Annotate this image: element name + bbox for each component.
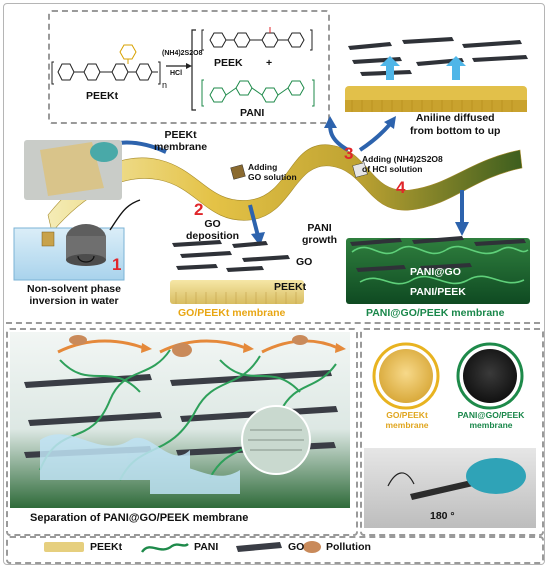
separation-panel-frame [6,328,358,536]
left-disc-line2: membrane [385,420,429,430]
pani-go-layer-label: PANI@GO [410,266,461,278]
go-peekt-membrane-label: GO/PEEKt membrane [178,307,286,319]
membrane-label: PEEKt membrane [154,129,207,153]
membrane-ribbon [47,144,523,233]
pani-growth-label: PANI growth [302,222,337,246]
step-2-number: 2 [194,200,204,219]
product-pani-label: PANI [240,107,265,119]
pani-structure [201,79,315,107]
aniline-line1: Aniline diffused [415,112,495,124]
legend-panel-frame [6,536,544,564]
pani-growth-line1: PANI [307,222,332,234]
reagent-top: (NH4)2S2O8 [162,50,203,57]
right-disc-line2: membrane [469,420,513,430]
adding-go-label: Adding GO solution [248,162,297,182]
step1-line1: Non-solvent phase [27,283,121,295]
peekt-structure [51,44,161,85]
legend-pollution-label: Pollution [326,541,371,553]
reaction-scheme-box [48,10,330,124]
legend-go-label: GO [288,541,305,553]
legend-icons [44,541,321,553]
step1-label: Non-solvent phase inversion in water [14,283,134,307]
adding-go-line1: Adding [248,162,278,172]
right-disc-label: PANI@GO/PEEK membrane [456,410,526,430]
go-deposition-line2: deposition [186,230,240,242]
right-disc-line1: PANI@GO/PEEK [457,410,525,420]
legend-pani-label: PANI [194,541,219,553]
pani-peek-layer-label: PANI/PEEK [410,286,466,298]
step-3-number: 3 [344,144,354,163]
left-disc-line1: GO/PEEKt [386,410,428,420]
vials [230,162,368,180]
adding-aps-label: Adding (NH4)2S2O8 of HCl solution [362,154,443,174]
go-deposition-label: GO deposition [186,218,239,242]
photo-panel-frame [360,328,544,536]
pani-go-peek-membrane [346,236,530,304]
peekt-membrane-photo [24,140,122,200]
peekt-layer-label: PEEKt [274,281,307,293]
go-layer-label: GO [296,256,313,268]
photo-illustration [364,332,536,528]
product-peek-label: PEEK [214,57,243,69]
reactant-label: PEEKt [86,90,119,102]
aniline-diffusion-illustration [345,37,528,112]
adding-aps-line2: of HCl solution [362,164,423,174]
membrane-label-line1: PEEKt [164,129,197,141]
go-peekt-membrane [170,240,304,304]
legend-peekt-label: PEEKt [90,541,123,553]
membrane-label-line2: membrane [154,141,208,153]
step-1-number: 1 [112,255,122,274]
left-disc-label: GO/PEEKt membrane [380,410,434,430]
aniline-line2: from bottom to up [410,125,501,137]
go-deposition-line1: GO [204,218,221,230]
reagent-bottom: HCl [170,70,183,77]
pani-growth-line2: growth [302,234,337,246]
separation-title: Separation of PANI@GO/PEEK membrane [30,512,249,524]
separation-illustration [10,332,350,508]
section-divider [6,322,540,324]
peek-structure [201,27,313,51]
reactant-subscript: n [162,80,168,90]
aniline-label: Aniline diffused from bottom to up [410,112,500,138]
plus-sign: + [266,57,273,69]
bend-angle-label: 180 ° [430,510,455,522]
figure-frame [3,3,545,565]
pani-go-peek-membrane-label: PANI@GO/PEEK membrane [366,307,505,319]
adding-aps-line1: Adding (NH4)2S2O8 [362,154,443,164]
step-4-number: 4 [396,178,406,197]
adding-go-line2: GO solution [248,172,297,182]
step1-line2: inversion in water [29,295,119,307]
water-bath-illustration [13,199,141,281]
